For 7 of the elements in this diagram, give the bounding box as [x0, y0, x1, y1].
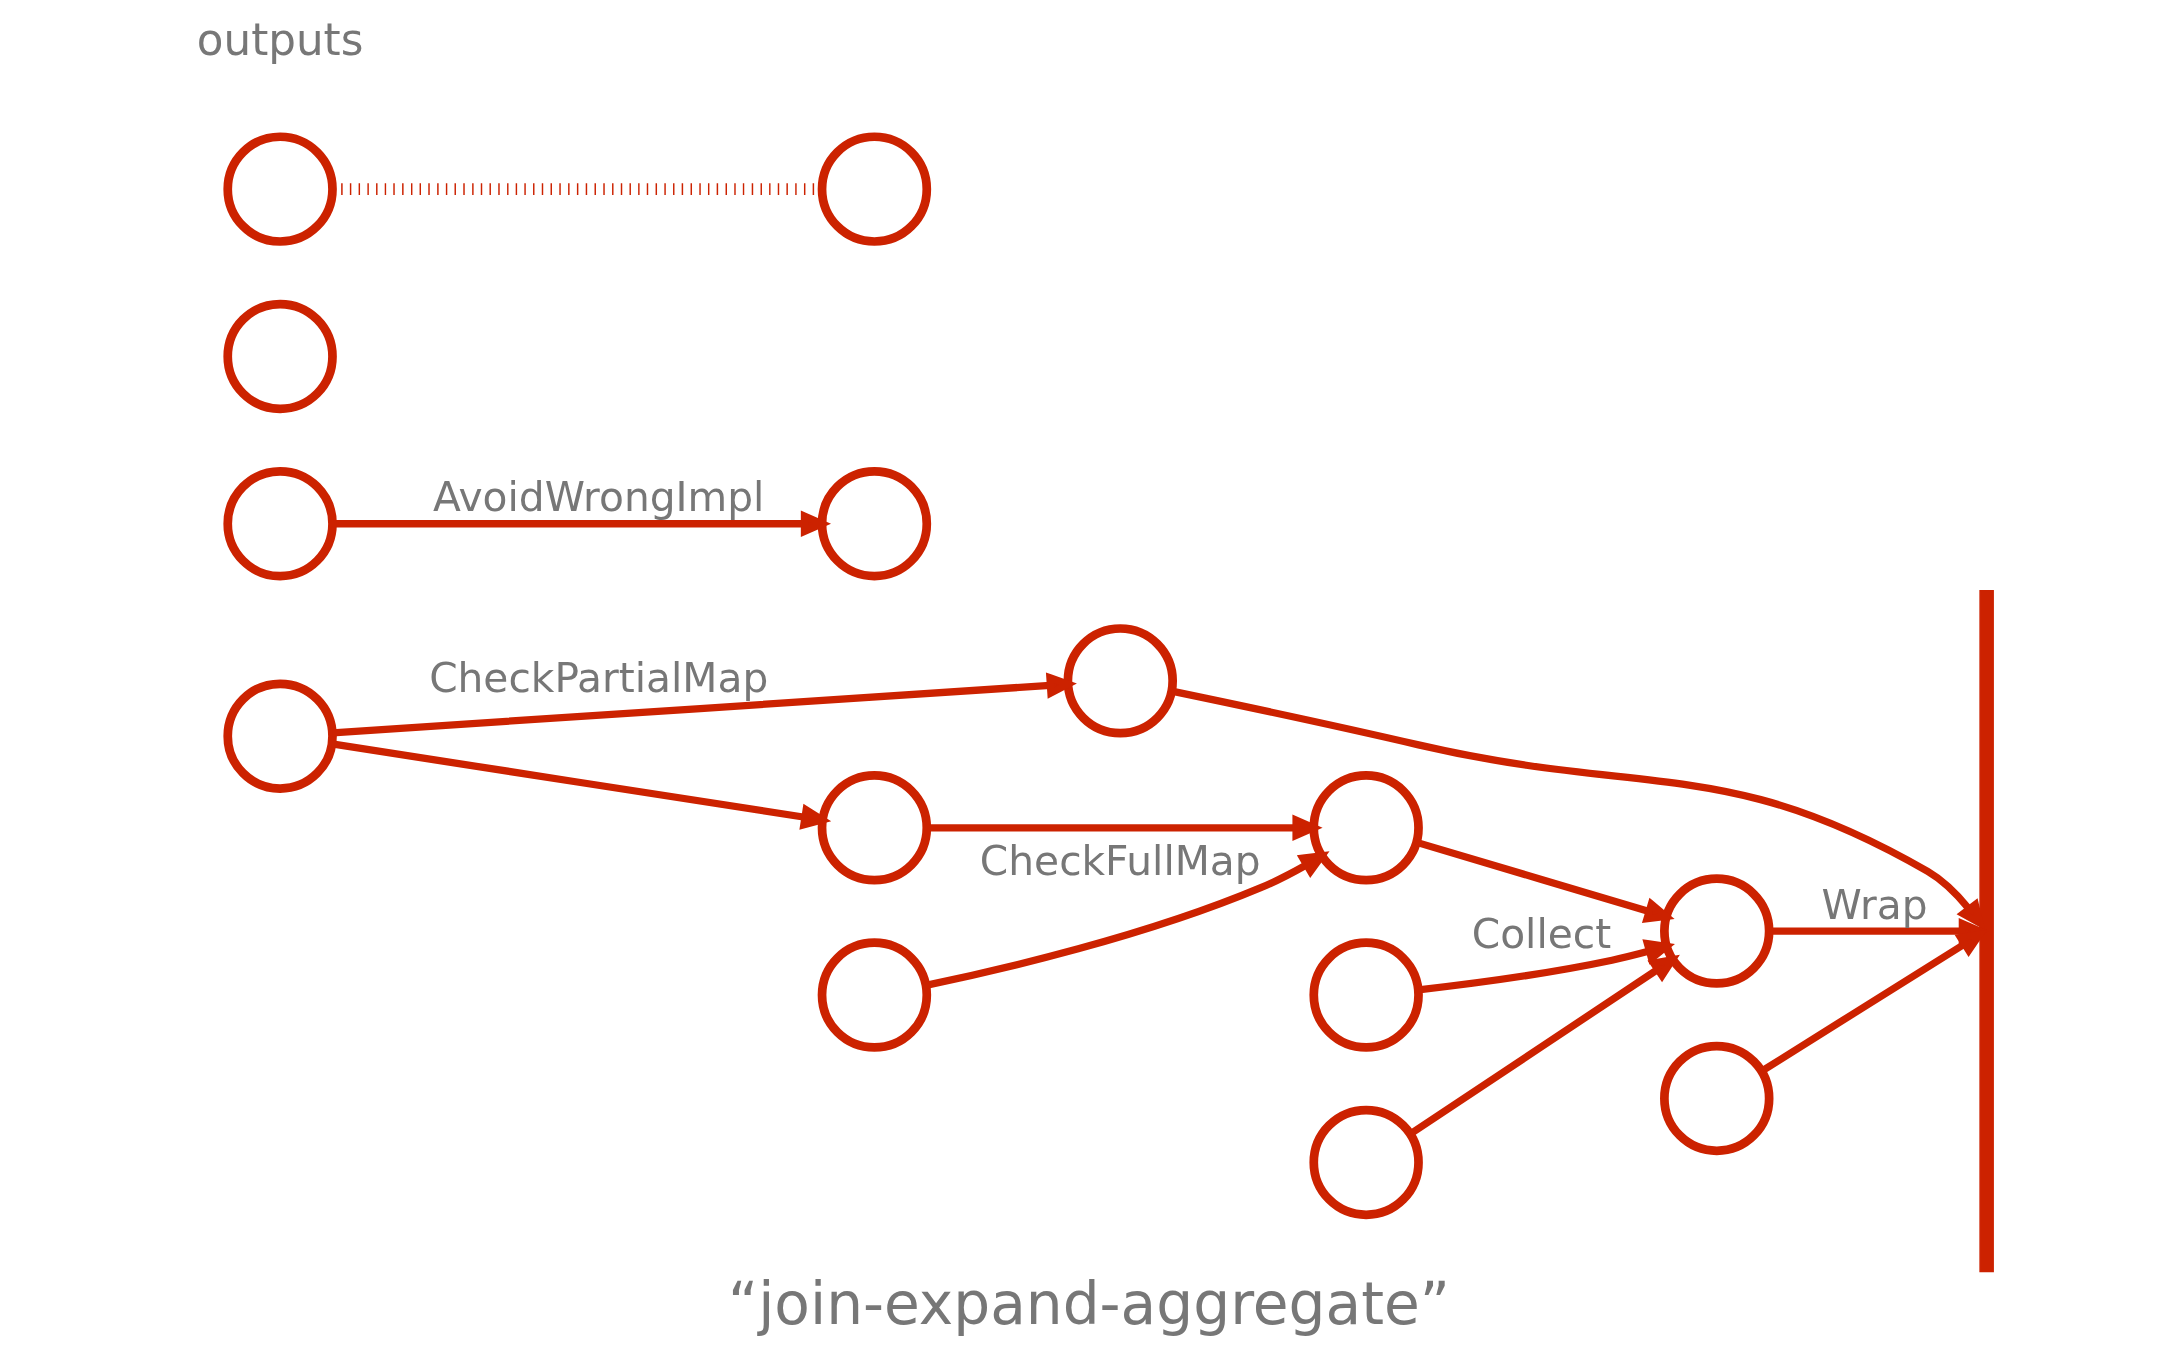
label: outputs — [196, 13, 364, 65]
edge-label: Wrap — [1821, 880, 1928, 929]
edge-label: AvoidWrongImpl — [433, 473, 765, 522]
edge-label: CheckPartialMap — [429, 653, 769, 702]
edge-label: CheckFullMap — [979, 836, 1261, 885]
caption: “join-expand-aggregate” — [728, 1269, 1450, 1338]
edge-label: Collect — [1471, 909, 1612, 958]
